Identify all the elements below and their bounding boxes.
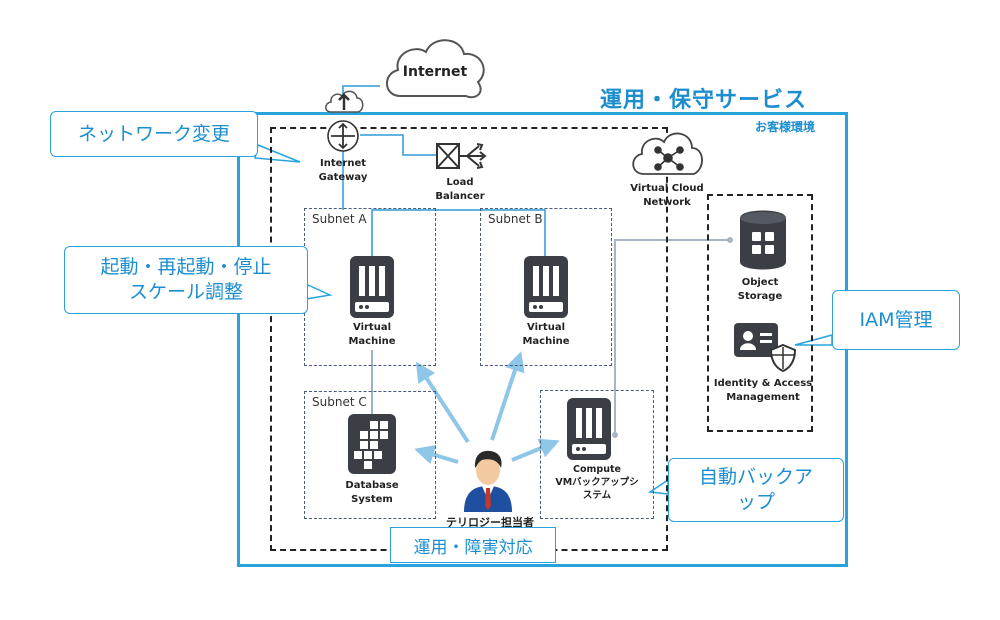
internet-cloud: Internet (378, 30, 492, 106)
subnet-b-label: Subnet B (488, 212, 543, 226)
compute-to-storage-line (614, 239, 730, 435)
arrow-to-vm-b (490, 351, 525, 441)
person-icon (464, 450, 512, 512)
arrow-to-vm-a (415, 361, 470, 444)
gateway-to-lb-line (360, 134, 440, 156)
service-title: 運用・保守サービス (600, 88, 808, 113)
load-balancer-icon (436, 143, 487, 169)
virtual-machine-b (524, 256, 568, 322)
subnet-a-label: Subnet A (312, 212, 367, 226)
compute-backup-label: Compute VMバックアップシ ステム (555, 464, 639, 501)
storage-iam-frame (707, 194, 813, 432)
subnet-bus-line (371, 209, 546, 256)
database-system-label: Database System (345, 480, 399, 505)
virtual-machine-a-label: Virtual Machine (348, 322, 396, 347)
database-icon (348, 414, 396, 474)
virtual-machine-a (350, 256, 394, 322)
internet-gateway-label: Internet Gateway (318, 158, 368, 183)
load-balancer-label: Load Balancer (435, 177, 485, 202)
router-icon (327, 120, 359, 152)
arrow-to-database (414, 445, 459, 465)
operator-label: テリロジー担当者 (446, 516, 534, 529)
identity-card-icon (734, 323, 778, 357)
callout-iam: IAM管理 (832, 290, 960, 350)
network-cloud-icon (632, 132, 703, 175)
vcn-label: Virtual Cloud Network (630, 183, 704, 208)
database-system (348, 414, 396, 478)
compute-frame (540, 390, 654, 519)
shield-icon (769, 343, 797, 373)
callout-auto-backup: 自動バックア ップ (668, 458, 844, 522)
subnet-c-frame (304, 391, 436, 519)
subnet-b-frame (480, 208, 612, 366)
callout-network-change: ネットワーク変更 (50, 111, 258, 157)
subnet-c-label: Subnet C (312, 395, 367, 409)
object-storage-label: Object Storage (737, 277, 783, 302)
iam-label: Identity & Access Management (713, 378, 813, 403)
compute-backup-system (567, 398, 611, 464)
cloud-icon (386, 39, 485, 99)
virtual-machine-b-label: Virtual Machine (522, 322, 570, 347)
virtual-machine-icon (567, 398, 611, 460)
virtual-machine-icon (524, 256, 568, 318)
callout-lifecycle: 起動・再起動・停止 スケール調整 (64, 246, 308, 314)
object-storage-icon (740, 210, 786, 270)
internet-label: Internet (402, 64, 468, 80)
gateway-cloud-icon (325, 90, 364, 113)
service-box: 運用・障害対応 (390, 527, 556, 563)
virtual-machine-icon (350, 256, 394, 318)
arrow-to-compute (511, 438, 560, 462)
customer-environment-label: お客様環境 (755, 120, 816, 134)
